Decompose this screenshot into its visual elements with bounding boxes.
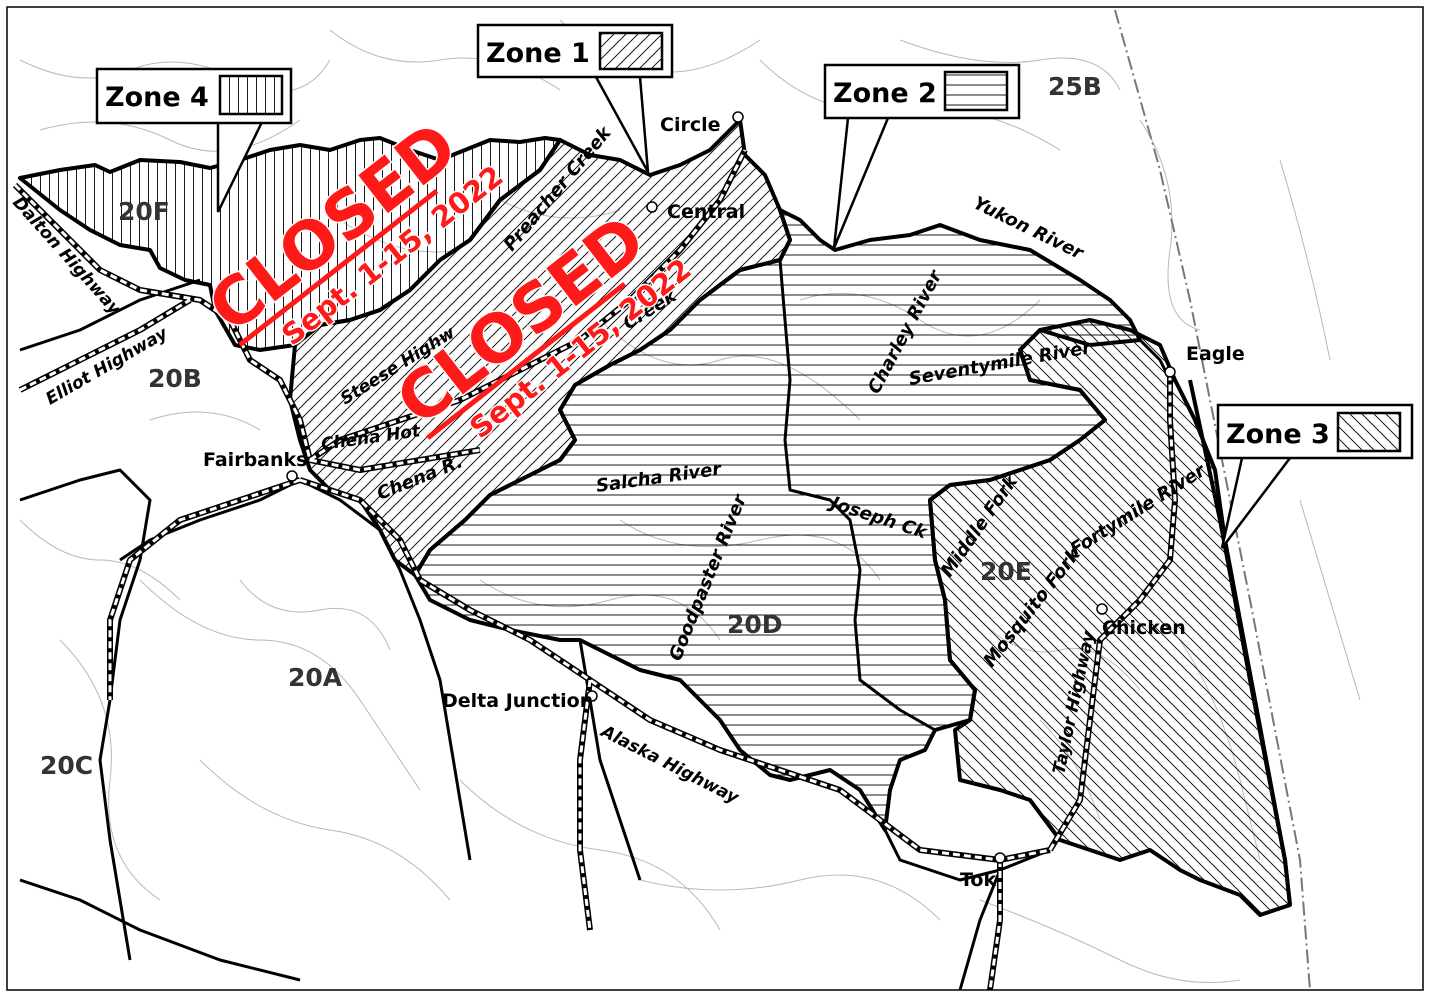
- zone-3-swatch: [1336, 411, 1402, 453]
- place-label-tok: Tok: [960, 869, 996, 891]
- place-label-central: Central: [667, 201, 745, 223]
- zone-2-label: Zone 2: [833, 78, 937, 109]
- place-label-eagle: Eagle: [1186, 343, 1245, 365]
- zone-3-area: [928, 318, 1292, 917]
- unit-label-20d: 20D: [727, 610, 783, 639]
- unit-label-20a: 20A: [288, 663, 343, 692]
- closure-underline: [426, 281, 627, 440]
- town-marker-eagle: [1164, 366, 1176, 378]
- zone-3-label: Zone 3: [1226, 419, 1330, 450]
- unit-label-20b: 20B: [148, 364, 202, 393]
- place-label-delta-junction: Delta Junction: [442, 690, 593, 712]
- town-marker-delta-junction: [586, 690, 598, 702]
- zone-1-swatch: [598, 31, 664, 71]
- unit-label-20e: 20E: [980, 557, 1032, 586]
- zone-2-swatch: [943, 70, 1009, 112]
- closure-underline: [238, 188, 439, 347]
- unit-label-20c: 20C: [40, 751, 93, 780]
- town-marker-chicken: [1096, 603, 1108, 615]
- unit-label-25b: 25B: [1048, 72, 1102, 101]
- zone-4-label: Zone 4: [105, 82, 209, 113]
- town-marker-circle: [732, 111, 744, 123]
- zone-2-area: [413, 208, 1142, 832]
- town-marker-central: [646, 201, 658, 213]
- town-marker-fairbanks: [286, 470, 298, 482]
- highways: [12, 148, 1178, 991]
- unit-label-20f: 20F: [118, 197, 170, 226]
- place-label-fairbanks: Fairbanks: [203, 449, 307, 471]
- zone-4-swatch: [218, 74, 284, 116]
- zone-1-callout: Zone 1: [476, 23, 674, 173]
- place-label-chicken: Chicken: [1102, 617, 1186, 639]
- town-marker-tok: [994, 852, 1006, 864]
- place-label-circle: Circle: [660, 114, 721, 136]
- zone-4-callout: Zone 4: [95, 67, 293, 213]
- zone-3-callout: Zone 3: [1216, 403, 1414, 549]
- town-markers: [286, 111, 1176, 864]
- zone-1-label: Zone 1: [486, 38, 590, 69]
- zone-2-callout: Zone 2: [823, 63, 1021, 249]
